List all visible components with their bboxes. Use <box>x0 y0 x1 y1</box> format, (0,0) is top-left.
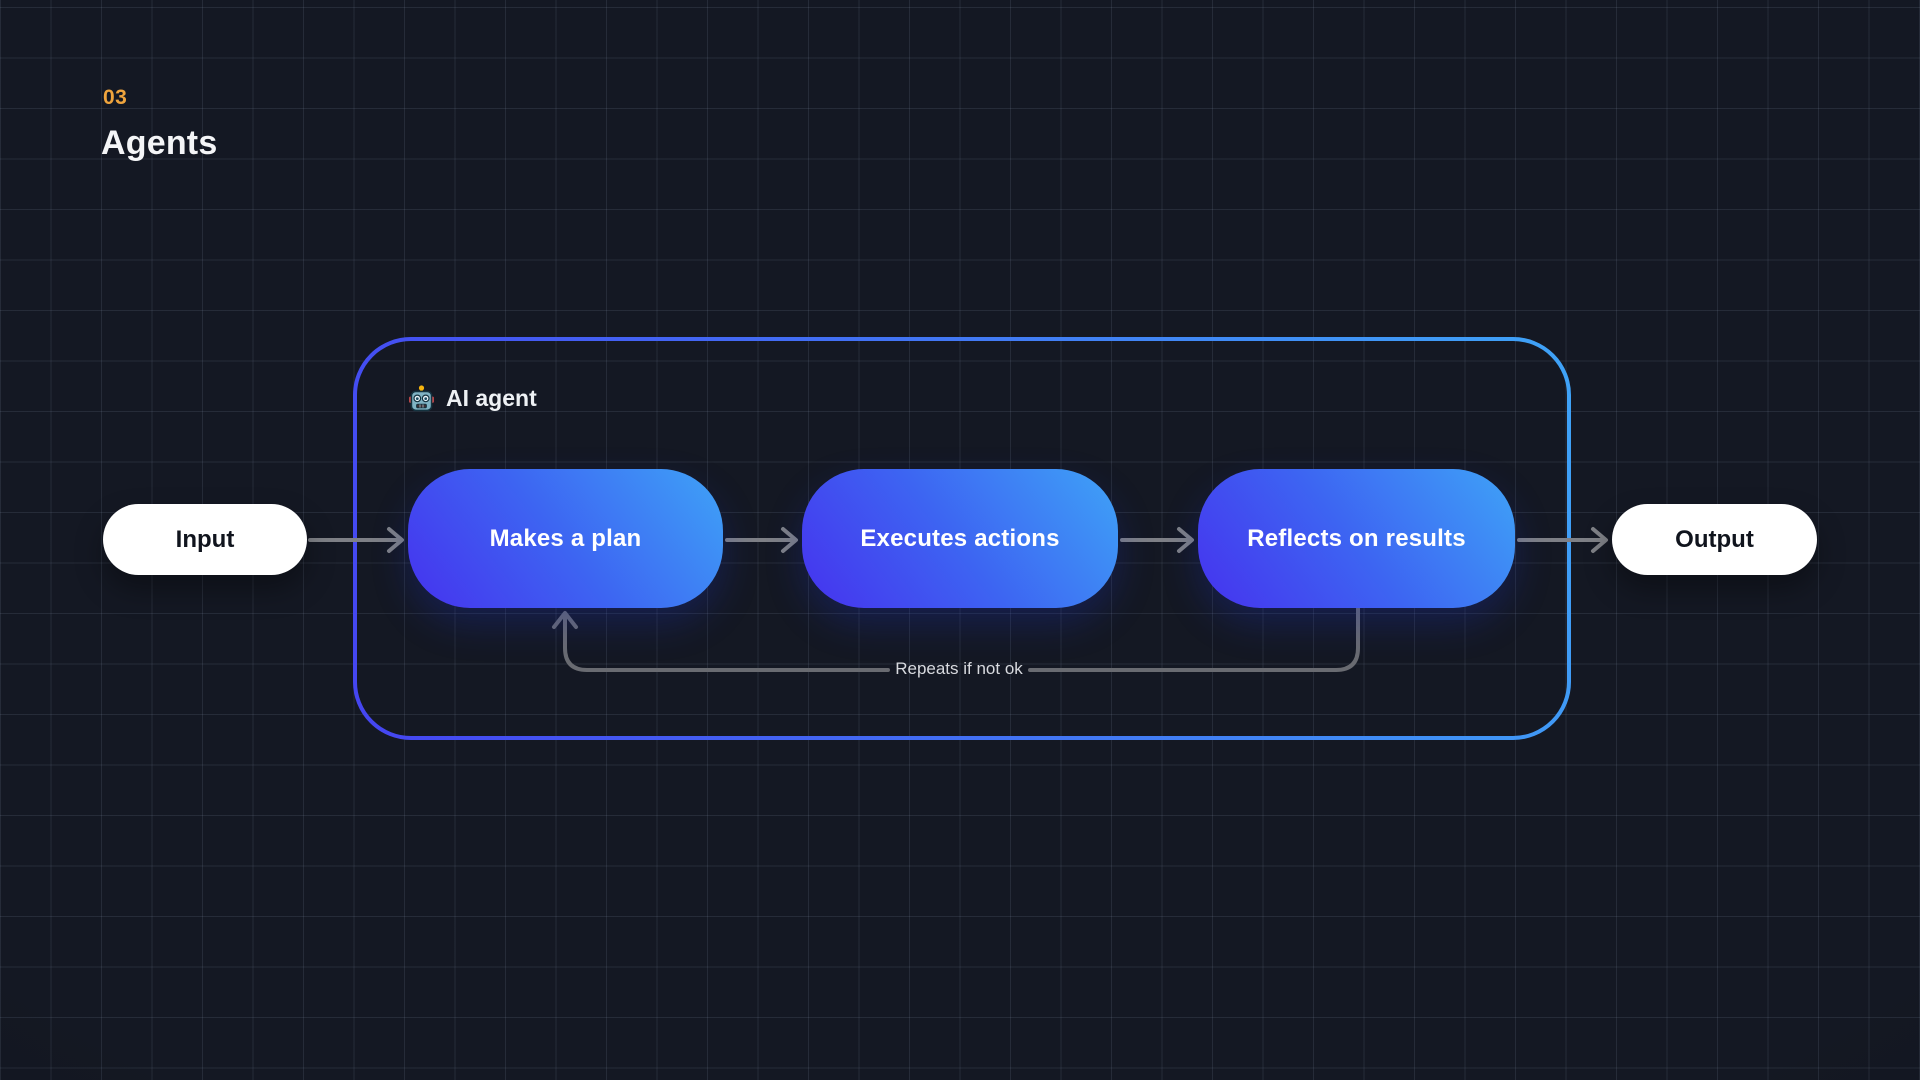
node-label: Input <box>175 525 235 553</box>
agent-box-label-text: AI agent <box>446 385 537 411</box>
slide-number: 03 <box>103 86 128 109</box>
node-label: Makes a plan <box>489 524 642 552</box>
node-input: Input <box>103 504 307 575</box>
node-label: Executes actions <box>860 524 1060 552</box>
node-reflects-on-results: Reflects on results <box>1198 469 1515 608</box>
agent-box-label: AI agent <box>408 385 537 412</box>
feedback-loop-label: Repeats if not ok <box>895 659 1023 678</box>
node-label: Reflects on results <box>1247 524 1466 552</box>
node-executes-actions: Executes actions <box>802 469 1118 608</box>
node-makes-a-plan: Makes a plan <box>408 469 723 608</box>
node-output: Output <box>1612 504 1817 575</box>
robot-icon <box>408 385 435 412</box>
node-label: Output <box>1675 525 1754 553</box>
page-title: Agents <box>101 124 218 162</box>
